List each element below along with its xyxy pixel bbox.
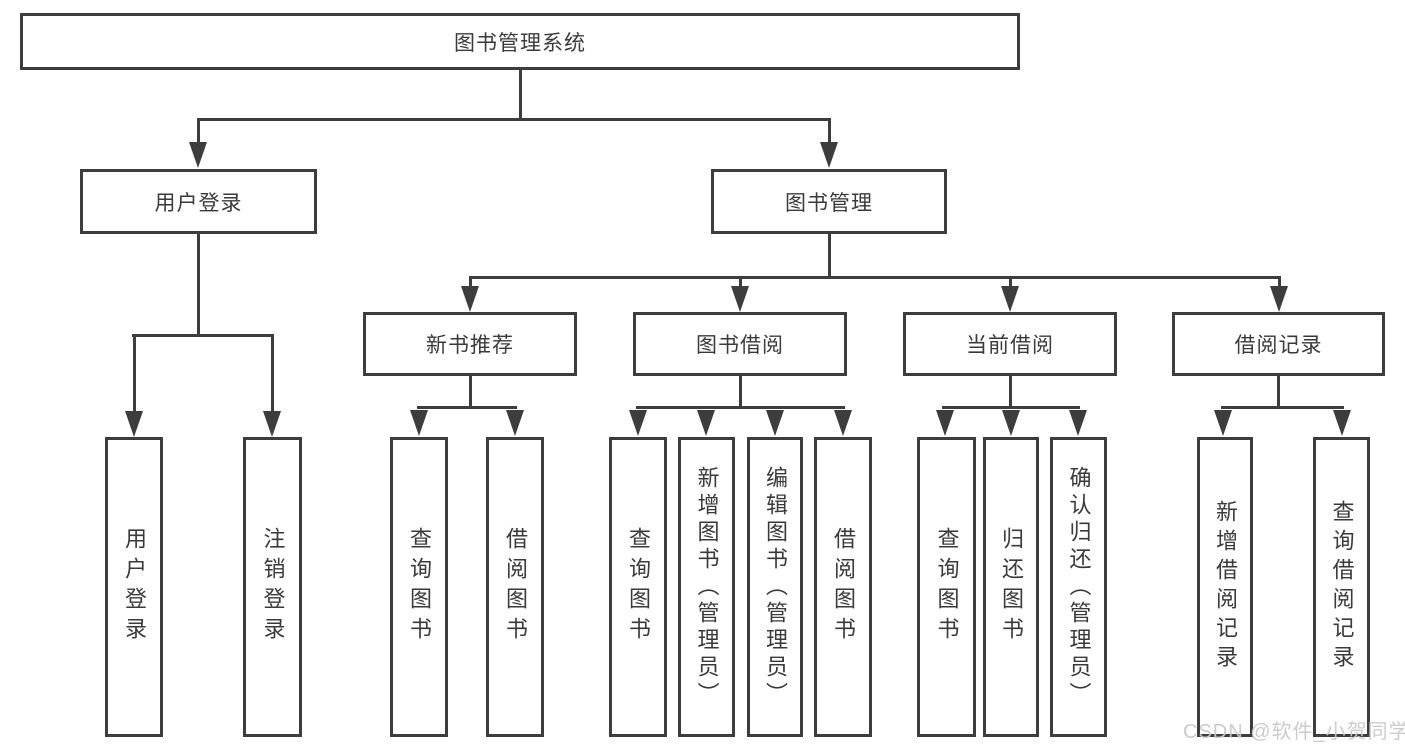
node-label: 新书推荐 [426, 334, 514, 357]
connector-line [417, 406, 517, 409]
node-label: 借阅图书 [831, 527, 856, 647]
node-label: 当前借阅 [966, 334, 1054, 357]
connector-line [469, 276, 1281, 279]
arrow-down-icon [697, 410, 715, 436]
node-label: 用户登录 [122, 527, 147, 647]
arrow-down-icon [629, 410, 647, 436]
connector-line [1221, 406, 1344, 409]
arrow-down-icon [1270, 286, 1288, 312]
node-label: 借阅记录 [1234, 334, 1323, 357]
node-label: 新增图书（管理员） [694, 465, 720, 709]
connector-line [636, 406, 845, 409]
node-label: 查询借阅记录 [1329, 500, 1355, 674]
arrow-down-icon [189, 142, 207, 168]
arrow-down-icon [410, 410, 428, 436]
connector-line [1278, 276, 1281, 289]
node-label: 新增借阅记录 [1213, 500, 1238, 674]
node-leaf-user-login: 用户登录 [105, 437, 163, 737]
node-label: 用户登录 [154, 191, 243, 215]
arrow-down-icon [834, 410, 852, 436]
node-leaf-query-borrow-record: 查询借阅记录 [1313, 437, 1370, 737]
node-leaf-return-books: 归还图书 [983, 437, 1039, 737]
connector-line [197, 118, 831, 121]
arrow-down-icon [125, 411, 143, 437]
node-label: 查询图书 [934, 527, 960, 647]
node-new-book-recommendation: 新书推荐 [363, 312, 577, 376]
arrow-down-icon [731, 286, 749, 312]
connector-line [271, 334, 274, 414]
connector-line [132, 334, 274, 337]
node-label: 查询图书 [626, 527, 651, 647]
node-library-management-system: 图书管理系统 [20, 13, 1020, 70]
connector-line [739, 276, 742, 289]
node-leaf-query-books-borrow: 查询图书 [609, 437, 667, 737]
connector-line [942, 406, 1080, 409]
node-leaf-query-books-recommend: 查询图书 [390, 437, 448, 737]
arrow-down-icon [263, 411, 281, 437]
node-leaf-add-borrow-record: 新增借阅记录 [1197, 437, 1253, 737]
arrow-down-icon [461, 286, 479, 312]
connector-line [828, 118, 831, 146]
arrow-down-icon [820, 142, 838, 168]
arrow-down-icon [936, 410, 954, 436]
arrow-down-icon [1333, 410, 1351, 436]
connector-line [133, 334, 136, 414]
connector-line [1277, 375, 1280, 409]
node-leaf-add-books-admin: 新增图书（管理员） [678, 437, 735, 737]
connector-line [197, 234, 200, 337]
connector-line [739, 375, 742, 409]
arrow-down-icon [766, 410, 784, 436]
node-leaf-borrow-books-recommend: 借阅图书 [486, 437, 544, 737]
connector-line [828, 234, 831, 279]
node-borrowing-records: 借阅记录 [1172, 312, 1385, 376]
node-leaf-query-books-current: 查询图书 [917, 437, 976, 737]
arrow-down-icon [1069, 410, 1087, 436]
node-current-borrowing: 当前借阅 [903, 312, 1117, 376]
node-leaf-confirm-return-admin: 确认归还（管理员） [1050, 437, 1107, 737]
connector-line [469, 276, 472, 289]
node-label: 图书管理系统 [454, 31, 586, 55]
node-label: 编辑图书（管理员） [763, 465, 788, 709]
node-label: 注销登录 [260, 527, 286, 647]
watermark-text: CSDN @软件_小贺同学 [1183, 721, 1405, 743]
connector-line [519, 68, 522, 121]
connector-line [1009, 375, 1012, 409]
arrow-down-icon [1214, 410, 1232, 436]
node-leaf-borrow-books: 借阅图书 [814, 437, 872, 737]
node-book-management: 图书管理 [711, 169, 947, 234]
node-label: 查询图书 [407, 527, 432, 647]
node-label: 归还图书 [999, 527, 1024, 647]
connector-line [197, 118, 200, 146]
arrow-down-icon [1002, 410, 1020, 436]
connector-line [469, 375, 472, 409]
node-book-borrowing: 图书借阅 [633, 312, 847, 376]
node-leaf-edit-books-admin: 编辑图书（管理员） [747, 437, 803, 737]
connector-line [1009, 276, 1012, 289]
node-leaf-logout: 注销登录 [243, 437, 302, 737]
arrow-down-icon [506, 410, 524, 436]
node-label: 借阅图书 [503, 527, 528, 647]
node-label: 图书借阅 [696, 334, 784, 357]
arrow-down-icon [1001, 286, 1019, 312]
node-label: 确认归还（管理员） [1066, 465, 1092, 709]
node-user-login: 用户登录 [80, 169, 317, 234]
node-label: 图书管理 [785, 191, 873, 215]
